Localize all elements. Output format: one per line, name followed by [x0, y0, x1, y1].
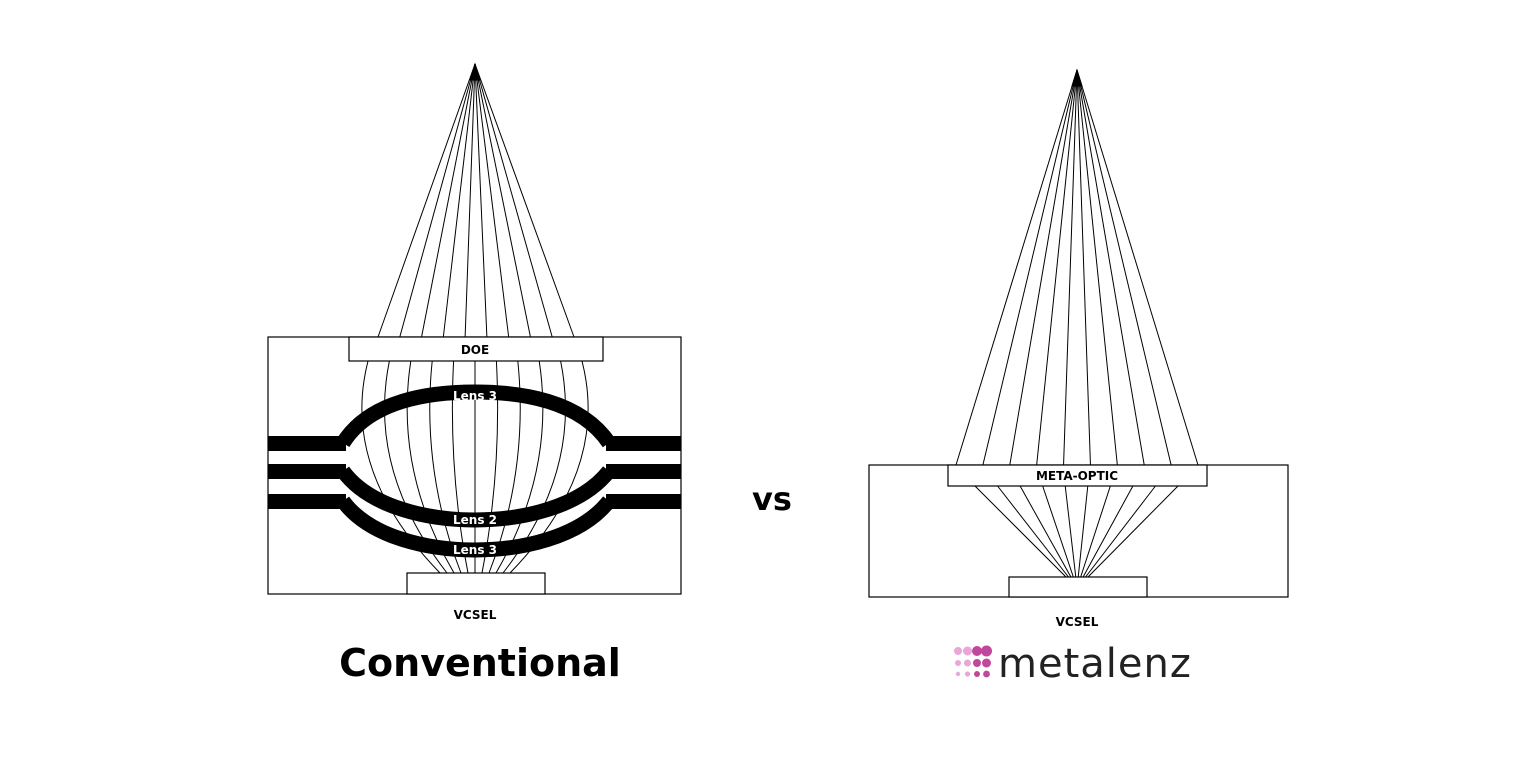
ray-line: [997, 485, 1069, 578]
conventional-diagram: DOE Lens 3 Lens 2 Lens 3 VCSEL Conventio…: [267, 62, 682, 685]
ray-line: [1019, 485, 1072, 578]
doe-label: DOE: [461, 343, 489, 357]
metalenz-dots-icon: [954, 645, 992, 678]
ray-line: [1076, 69, 1172, 466]
logo-dot: [973, 659, 981, 667]
ray-line: [474, 63, 553, 338]
ray-line: [1082, 485, 1134, 578]
logo-dot: [981, 645, 992, 657]
focal-point: [469, 62, 481, 81]
metalenz-vcsel-label: VCSEL: [1056, 615, 1099, 629]
metalenz-diagram: META-OPTIC VCSEL metalenz: [868, 68, 1289, 687]
ray-line: [442, 63, 476, 338]
ray-line: [421, 63, 476, 338]
logo-dot: [972, 646, 982, 656]
ray-line: [974, 485, 1067, 578]
lens-3-top: [336, 384, 616, 448]
ray-line: [377, 63, 476, 338]
ray-line: [474, 63, 510, 338]
logo-dot: [964, 671, 971, 677]
ray-line: [1076, 69, 1118, 466]
logo-dot: [955, 660, 961, 666]
ray-line: [1085, 485, 1156, 578]
logo-dot: [955, 671, 961, 677]
ray-line: [1042, 485, 1074, 578]
ray-line: [955, 69, 1078, 466]
lens-2: [336, 466, 615, 528]
conventional-vcsel-label: VCSEL: [454, 608, 497, 622]
metalenz-brand-name: metalenz: [998, 641, 1192, 687]
ray-line: [1063, 69, 1078, 466]
metalenz-logo: metalenz: [954, 641, 1192, 687]
logo-dot: [974, 671, 980, 677]
ray-line: [399, 63, 476, 338]
lens-2-label: Lens 2: [453, 513, 497, 527]
doe-element: [348, 336, 604, 362]
logo-dot: [963, 646, 972, 656]
conventional-vcsel: [406, 572, 546, 595]
meta-optic-label: META-OPTIC: [1036, 469, 1118, 483]
ray-line: [464, 63, 476, 338]
ray-line: [1080, 485, 1111, 578]
logo-dot: [982, 658, 991, 668]
ray-line: [1076, 69, 1199, 466]
ray-line: [1009, 69, 1078, 466]
ray-line: [1077, 485, 1089, 578]
ray-line: [1076, 69, 1091, 466]
metalenz-vcsel: [1008, 576, 1148, 598]
logo-dot: [983, 670, 990, 678]
conventional-output-rays: [377, 62, 575, 338]
ray-line: [982, 69, 1078, 466]
conventional-heading: Conventional: [339, 641, 621, 685]
lens-3-bottom-label: Lens 3: [453, 543, 497, 557]
lens-3-bottom: [336, 496, 615, 558]
metalenz-output-rays: [955, 68, 1199, 466]
lens-3-top-label: Lens 3: [453, 389, 497, 403]
logo-dot: [964, 659, 971, 667]
ray-line: [1064, 485, 1077, 578]
meta-optic-element: [947, 464, 1208, 487]
focal-point: [1071, 68, 1083, 87]
vs-label: vs: [752, 480, 792, 518]
ray-line: [1036, 69, 1078, 466]
ray-line: [474, 63, 488, 338]
ray-line: [474, 63, 575, 338]
ray-line: [474, 63, 531, 338]
ray-line: [1087, 485, 1179, 578]
logo-dot: [954, 647, 962, 655]
lens-mount-bars: [268, 436, 681, 509]
metalenz-internal-rays: [974, 485, 1179, 578]
ray-line: [1076, 69, 1145, 466]
